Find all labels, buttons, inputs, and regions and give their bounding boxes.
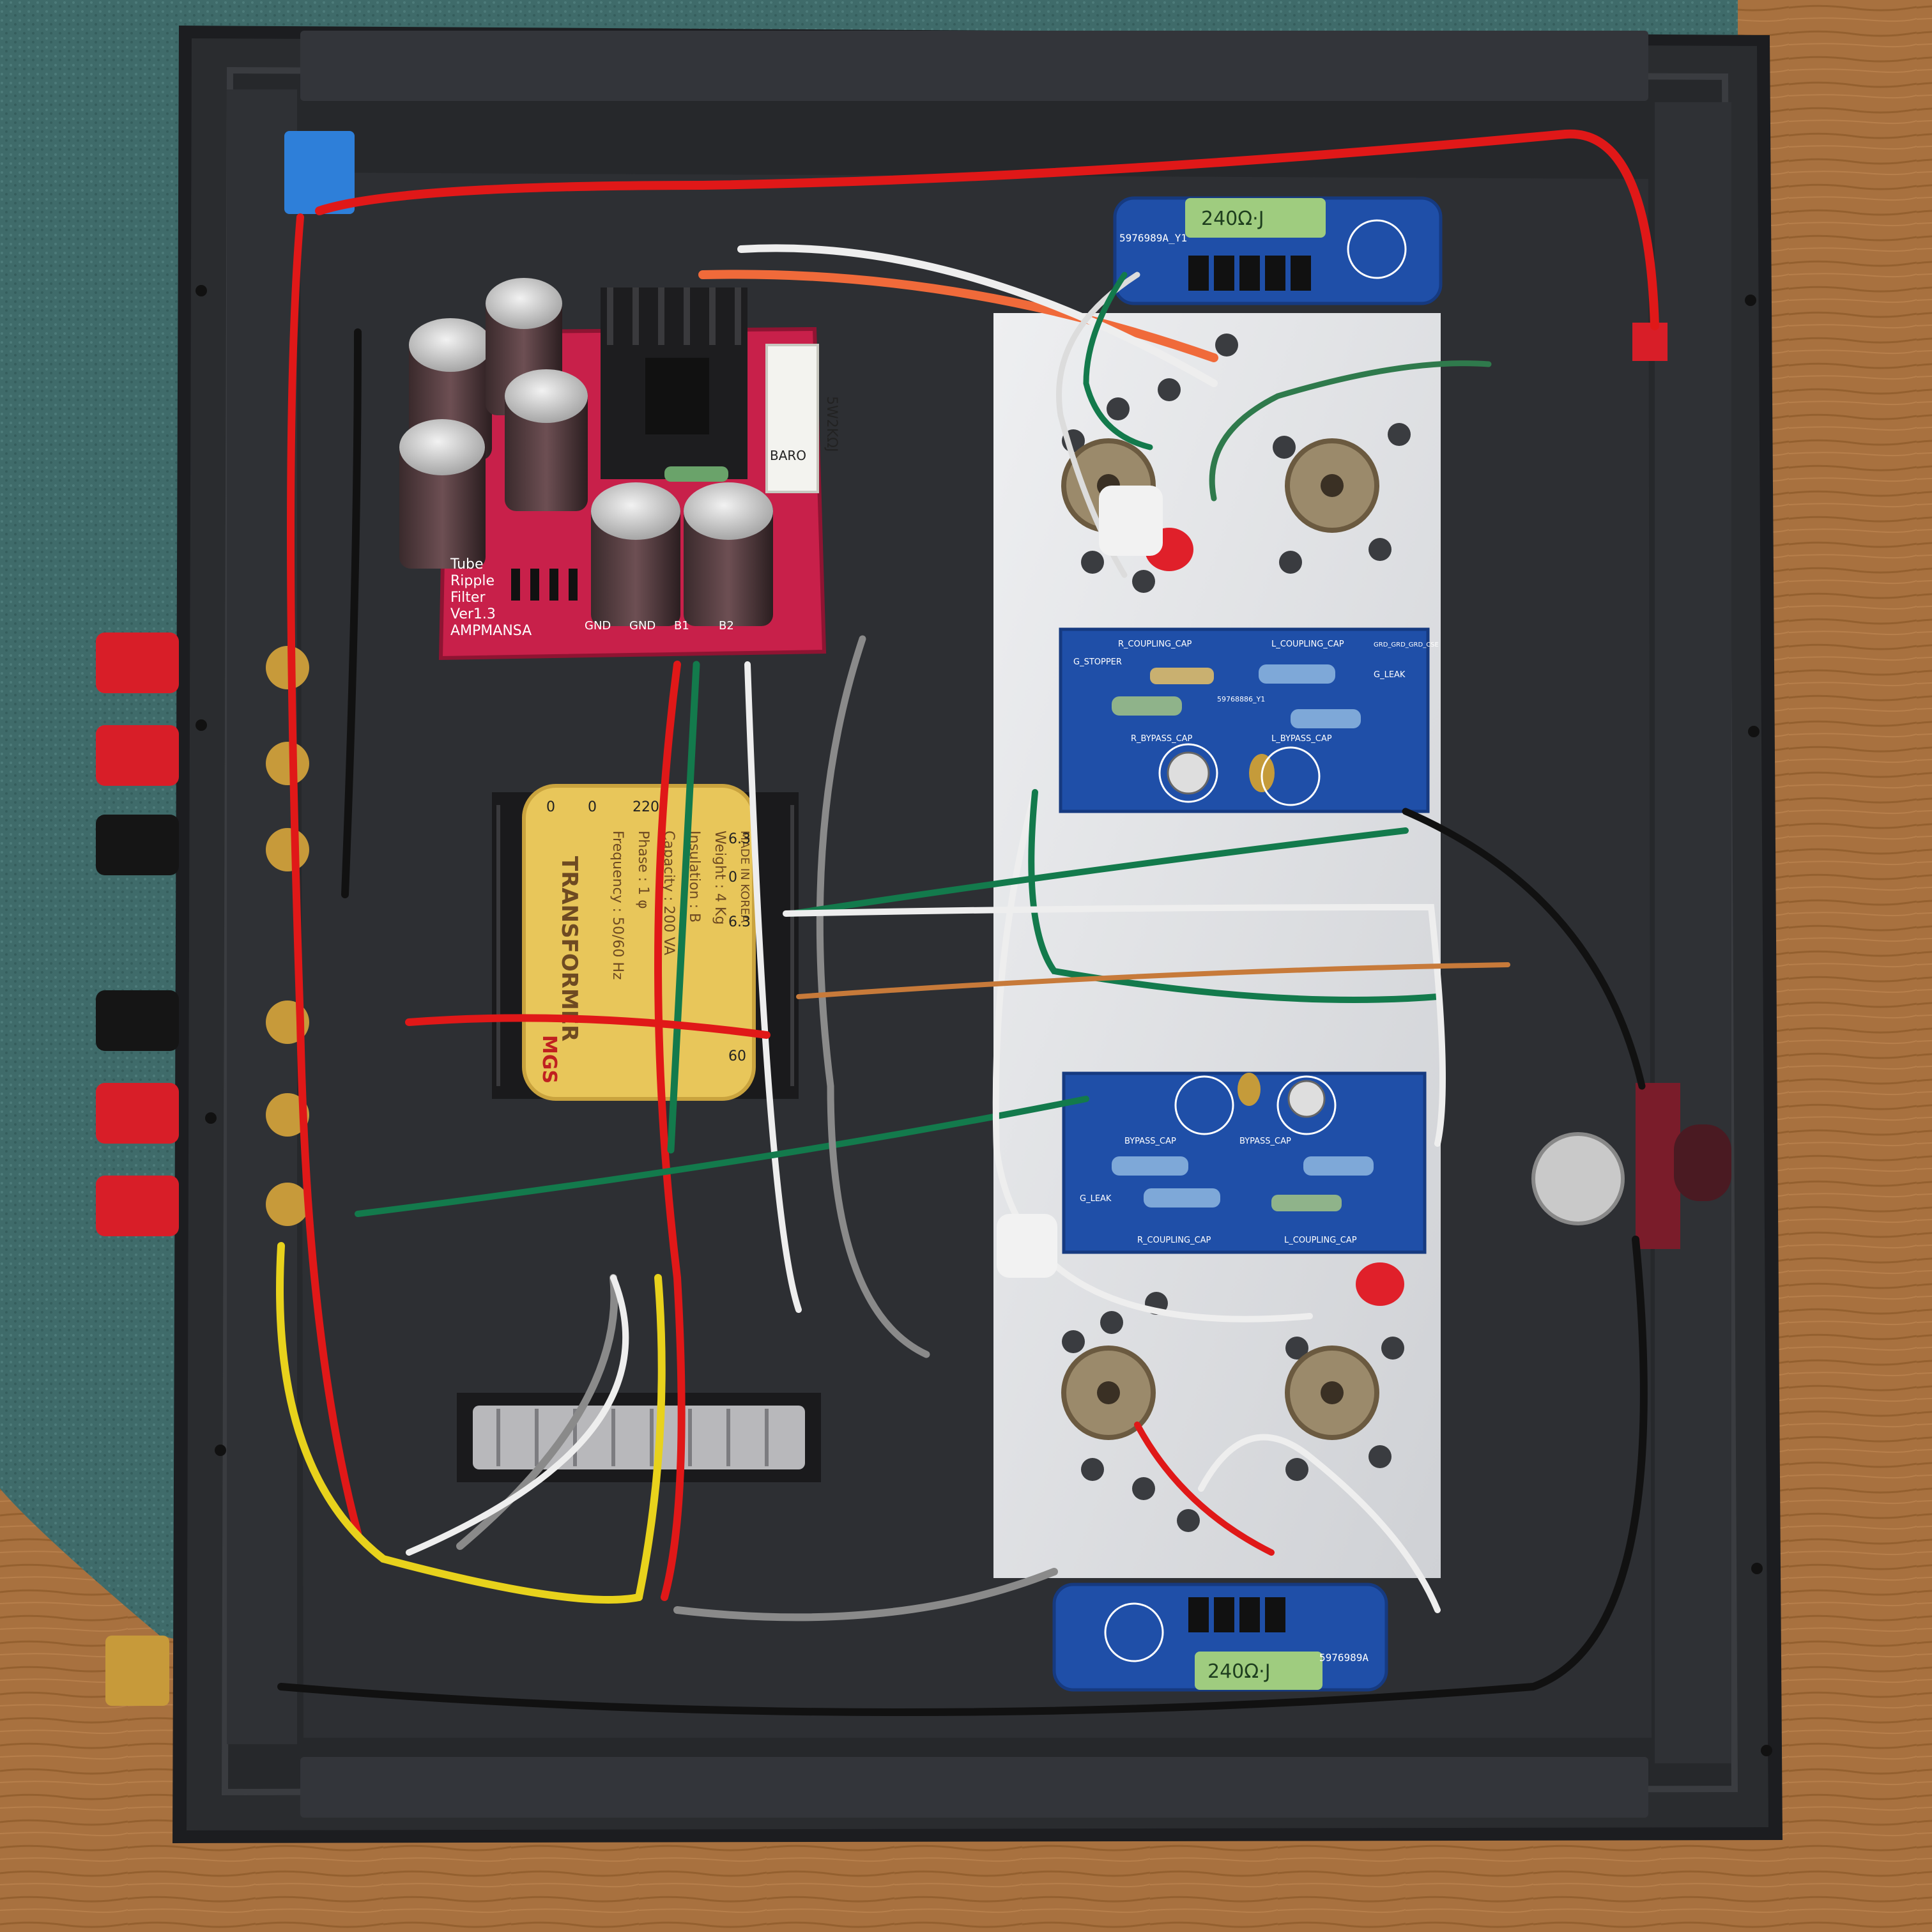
volume-knob bbox=[1674, 1124, 1731, 1201]
amp-board-upper: R_COUPLING_CAP L_COUPLING_CAP R_BYPASS_C… bbox=[1059, 627, 1439, 813]
ripple-resistor-line1: 5W2KΩJ bbox=[824, 396, 839, 452]
lower-label-l-coupling: L_COUPLING_CAP bbox=[1284, 1236, 1357, 1245]
lower-label-r-coupling: R_COUPLING_CAP bbox=[1137, 1236, 1211, 1245]
selector-plate bbox=[1636, 1083, 1680, 1249]
transformer-origin: MADE IN KOREA bbox=[738, 831, 751, 923]
ripple-pad-b2: B2 bbox=[719, 619, 734, 632]
transformer-col-4: 6.3 bbox=[728, 914, 751, 930]
ripple-pad-gnd2: GND bbox=[629, 619, 656, 632]
ripple-pad-gnd1: GND bbox=[585, 619, 611, 632]
upper-label-g-stopper: G_STOPPER bbox=[1073, 657, 1122, 667]
wiring bbox=[276, 129, 1659, 1716]
transformer-col-5: 0 bbox=[728, 870, 737, 885]
transformer-spec-5: Weight : 4 Kg bbox=[712, 831, 728, 924]
ripple-maker: AMPMANSA bbox=[450, 623, 532, 639]
choke bbox=[457, 1393, 821, 1482]
transformer-spec-2: Phase : 1 φ bbox=[635, 831, 651, 909]
upper-label-l-coupling: L_COUPLING_CAP bbox=[1271, 640, 1344, 649]
transformer-title: TRANSFORMER bbox=[556, 856, 582, 1041]
heater-board-bottom: 240Ω·J 5976989A bbox=[1052, 1583, 1388, 1692]
transformer-col-7: 60 bbox=[728, 1048, 746, 1064]
lower-label-g-leak: G_LEAK bbox=[1080, 1194, 1112, 1204]
upper-label-g-leak: G_LEAK bbox=[1374, 670, 1406, 680]
ripple-text-4: Ver1.3 bbox=[450, 606, 496, 622]
transformer-col-2: 0 bbox=[588, 799, 597, 815]
upper-label-l-bypass: L_BYPASS_CAP bbox=[1271, 734, 1332, 744]
amp-board-lower: BYPASS_CAP BYPASS_CAP G_LEAK R_COUPLING_… bbox=[1062, 1071, 1427, 1254]
ripple-filter-board: 5W2KΩJ Tube Ripple Filter Ver1.3 AMPMANS… bbox=[399, 278, 839, 661]
volume-pot bbox=[1531, 1132, 1625, 1225]
ripple-pad-b1: B1 bbox=[674, 619, 689, 632]
white-cap-upper bbox=[1099, 486, 1163, 556]
upper-label-grd: GRD_GRD_GRD_CSE bbox=[1374, 641, 1439, 648]
lower-label-bypass-2: BYPASS_CAP bbox=[1239, 1137, 1291, 1146]
lower-label-bypass-1: BYPASS_CAP bbox=[1124, 1137, 1176, 1146]
transformer-col-1: 0 bbox=[546, 799, 555, 815]
transformer-brand: MGS bbox=[538, 1035, 560, 1084]
heater-top-partno: 5976989A_Y1 bbox=[1119, 232, 1187, 244]
heater-top-resistor: 240Ω·J bbox=[1201, 208, 1264, 230]
heater-bottom-resistor: 240Ω·J bbox=[1208, 1660, 1271, 1683]
transformer-col-6: 6.3 bbox=[728, 831, 751, 847]
transformer-spec-1: Frequency : 50/60 Hz bbox=[610, 831, 625, 980]
transformer-col-3: 220 bbox=[632, 799, 659, 815]
upper-partno: 59768886_Y1 bbox=[1217, 695, 1265, 703]
film-cap-lower bbox=[1356, 1262, 1404, 1306]
tube-sockets bbox=[1061, 438, 1379, 1440]
upper-label-r-bypass: R_BYPASS_CAP bbox=[1131, 734, 1193, 744]
heater-board-top: 240Ω·J 5976989A_Y1 bbox=[1113, 196, 1443, 305]
input-jack bbox=[1632, 323, 1667, 361]
ripple-text-3: Filter bbox=[450, 590, 486, 606]
x-capacitor bbox=[284, 131, 355, 214]
upper-label-r-coupling: R_COUPLING_CAP bbox=[1118, 640, 1192, 649]
power-connector bbox=[105, 1636, 169, 1706]
ripple-resistor-line2: BARO bbox=[770, 448, 806, 463]
white-cap-lower bbox=[997, 1214, 1057, 1278]
heater-bottom-partno: 5976989A bbox=[1319, 1652, 1368, 1664]
ripple-text-2: Ripple bbox=[450, 573, 494, 589]
ripple-text-1: Tube bbox=[450, 556, 484, 572]
